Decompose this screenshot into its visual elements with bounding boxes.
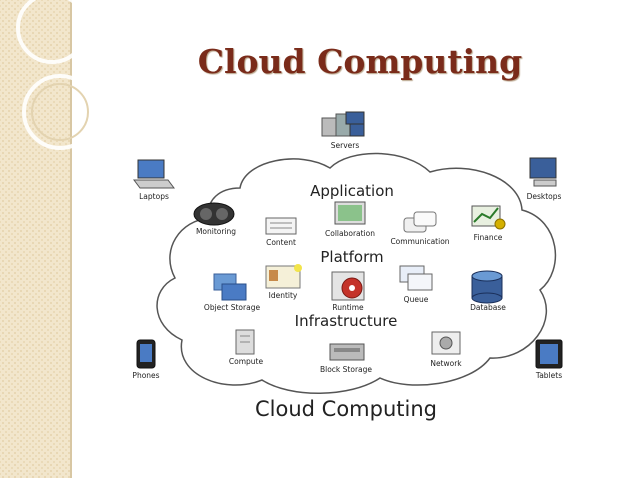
content-icon [265, 217, 297, 235]
folder-icon [213, 273, 247, 301]
hard-drive-icon [329, 343, 365, 361]
network-label: Network [430, 359, 462, 368]
tablets-label: Tablets [535, 371, 562, 380]
runtime-label: Runtime [332, 303, 364, 312]
phone-icon [136, 339, 156, 369]
tablet-icon [535, 339, 563, 369]
finance-label: Finance [474, 233, 503, 242]
page-title: Cloud Computing [197, 42, 523, 81]
diagram-caption: Cloud Computing [255, 397, 437, 421]
servers-icon [321, 111, 365, 137]
layer-platform: Platform [320, 248, 383, 266]
collaboration-icon [334, 201, 366, 225]
monitoring-label: Monitoring [196, 227, 236, 236]
layer-infrastructure: Infrastructure [295, 312, 398, 330]
identity-label: Identity [269, 291, 298, 300]
runtime-disc-icon [331, 271, 365, 301]
queue-icon [399, 265, 433, 291]
communication-icon [403, 211, 437, 233]
layer-application: Application [310, 182, 394, 200]
block-storage-label: Block Storage [320, 365, 372, 374]
compute-icon [235, 329, 255, 355]
network-icon [431, 331, 461, 355]
object-storage-label: Object Storage [204, 303, 261, 312]
laptop-icon [133, 159, 175, 189]
servers-label: Servers [331, 141, 360, 150]
desktops-label: Desktops [527, 192, 562, 201]
identity-card-icon [265, 264, 302, 289]
database-icon [471, 270, 503, 304]
compute-label: Compute [229, 357, 264, 366]
communication-label: Communication [390, 237, 449, 246]
collaboration-label: Collaboration [325, 229, 375, 238]
content-label: Content [266, 238, 296, 247]
gauge-icon [193, 202, 235, 226]
phones-label: Phones [132, 371, 159, 380]
database-label: Database [470, 303, 506, 312]
queue-label: Queue [404, 295, 429, 304]
laptops-label: Laptops [139, 192, 169, 201]
desktop-icon [529, 157, 557, 187]
finance-icon [471, 205, 506, 230]
